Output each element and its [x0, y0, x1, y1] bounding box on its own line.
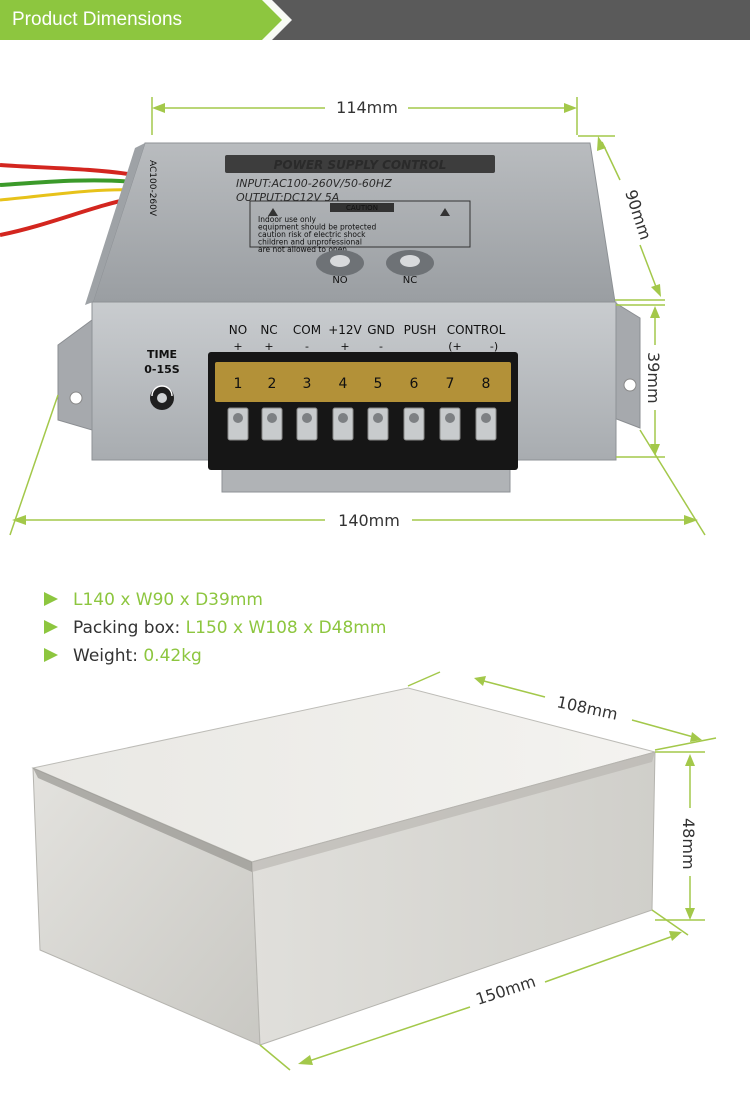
button-nc-label: NC [403, 275, 417, 286]
terminal-label-12v: +12V [328, 323, 362, 337]
terminal-label-push: PUSH [404, 323, 437, 337]
spec-list: L140 x W90 x D39mm Packing box: L150 x W… [44, 589, 644, 673]
spec-size-value: L140 x W90 x D39mm [73, 590, 263, 610]
spec-weight-label: Weight: [73, 646, 144, 666]
terminal-number: 7 [446, 376, 455, 392]
terminal-label-control: CONTROL [447, 323, 506, 337]
terminal-sign: (+ [448, 340, 462, 353]
terminal-labels: NO NC COM +12V GND PUSH CONTROL + + - + … [229, 323, 506, 353]
warning-triangle-icon [268, 208, 278, 216]
device-dimension-lines [9, 97, 706, 536]
terminal-number: 1 [234, 376, 243, 392]
warning-triangle-icon [440, 208, 450, 216]
mounting-tab-right [613, 301, 641, 429]
spec-item-packing: Packing box: L150 x W108 x D48mm [44, 617, 644, 645]
spec-packing-label: Packing box: [73, 618, 186, 638]
device-top-label: POWER SUPPLY CONTROL INPUT:AC100-260V/50… [225, 155, 495, 254]
side-spec-text: AC100-260V [147, 160, 157, 217]
arrow-right-icon [44, 592, 58, 606]
terminal-cover [215, 362, 511, 402]
dim-device-length: 140mm [338, 511, 400, 530]
warning-line-3: caution risk of electric shock [258, 230, 366, 239]
warning-line-4: children and unprofessional [258, 238, 362, 247]
caution-label: CAUTION [346, 204, 378, 212]
terminal-sign: -) [490, 340, 498, 353]
terminal-sign: + [264, 340, 273, 353]
terminal-label-com: COM [293, 323, 321, 337]
terminal-sign: - [379, 340, 383, 353]
button-no: NO [316, 250, 364, 286]
terminal-sign: + [233, 340, 242, 353]
terminal-number: 4 [339, 376, 348, 392]
terminal-number: 8 [482, 376, 491, 392]
time-label: TIME [147, 348, 177, 361]
dim-box-height: 48mm [679, 818, 698, 870]
dim-device-depth: 90mm [621, 187, 655, 242]
spec-item-size: L140 x W90 x D39mm [44, 589, 644, 617]
dim-box-length: 150mm [473, 972, 538, 1009]
warning-line-1: Indoor use only [258, 215, 316, 224]
header-shape [0, 0, 750, 40]
button-nc: NC [386, 250, 434, 286]
terminal-label-gnd: GND [367, 323, 395, 337]
dim-box-width: 108mm [555, 692, 619, 723]
label-title: POWER SUPPLY CONTROL [274, 158, 447, 172]
terminal-number: 6 [410, 376, 419, 392]
dim-device-width: 114mm [336, 98, 398, 117]
button-no-label: NO [332, 275, 347, 286]
terminal-label-no: NO [229, 323, 247, 337]
spec-item-weight: Weight: 0.42kg [44, 645, 644, 673]
time-range: 0-15S [144, 363, 180, 376]
spec-weight-value: 0.42kg [143, 646, 202, 666]
terminal-sign: - [305, 340, 309, 353]
label-input: INPUT:AC100-260V/50-60HZ [236, 177, 392, 190]
box-dimension-lines [259, 671, 717, 1071]
device-left-side [85, 143, 145, 305]
spec-packing-value: L150 x W108 x D48mm [185, 618, 387, 638]
arrow-right-icon [44, 620, 58, 634]
terminal-number: 3 [303, 376, 312, 392]
time-adjust: TIME 0-15S [144, 348, 180, 410]
product-illustration: AC100-260V POWER SUPPLY CONTROL INPUT:AC… [0, 97, 717, 1071]
arrow-right-icon [44, 648, 58, 662]
header-accent-tab [0, 0, 290, 40]
header-bar: Product Dimensions [0, 0, 750, 40]
mounting-tab-left [57, 319, 93, 431]
warning-line-2: equipment should be protected [258, 223, 376, 232]
warning-line-5: are not allowed to open. [258, 245, 349, 254]
terminal-label-nc: NC [260, 323, 277, 337]
terminal-block: 1 2 3 4 5 6 7 8 [208, 352, 518, 493]
terminal-number: 2 [268, 376, 277, 392]
header-title: Product Dimensions [12, 9, 183, 30]
label-output: OUTPUT:DC12V 5A [236, 191, 339, 204]
terminal-number: 5 [374, 376, 383, 392]
dim-device-height: 39mm [644, 352, 663, 404]
packing-box [31, 687, 657, 1046]
terminal-sign: + [340, 340, 349, 353]
